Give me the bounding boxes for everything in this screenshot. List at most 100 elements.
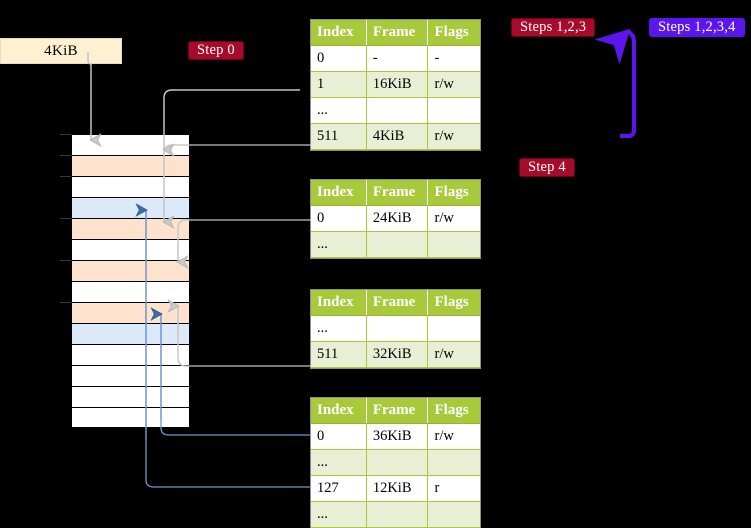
- column-header: Frame: [366, 290, 429, 316]
- memory-tick: [60, 176, 71, 177]
- memory-tick: [60, 155, 71, 156]
- badge-steps-1234: Steps 1,2,3,4: [649, 18, 745, 37]
- memory-frame-row: [71, 344, 190, 365]
- table-cell: [366, 97, 429, 124]
- table-cell: 511: [311, 341, 367, 368]
- table-cell: 0: [311, 205, 367, 232]
- table-row: ...: [311, 231, 480, 258]
- connector-table3-to-memory: [177, 330, 311, 367]
- table-row: ...: [311, 315, 480, 342]
- column-header: Flags: [427, 398, 480, 424]
- table-cell: 36KiB: [366, 423, 429, 450]
- connector-table2-to-memory: [177, 219, 311, 243]
- column-header: Frame: [366, 398, 429, 424]
- memory-tick: [60, 302, 71, 303]
- memory-frame-row: [71, 365, 190, 386]
- table-cell: [427, 231, 480, 258]
- table-cell: -: [427, 45, 480, 72]
- table-cell: [366, 315, 429, 342]
- column-header: Frame: [366, 20, 429, 46]
- table-row: 0--: [311, 45, 480, 72]
- arrow-steps-loop-back: [594, 28, 636, 138]
- table-cell: 127: [311, 475, 367, 502]
- column-header: Index: [311, 180, 367, 206]
- memory-frame-row: [71, 281, 190, 302]
- table-cell: 4KiB: [366, 123, 429, 150]
- column-header: Flags: [427, 290, 480, 316]
- memory-frame-row: [71, 323, 190, 344]
- table-cell: ...: [311, 449, 367, 476]
- table-cell: ...: [311, 315, 367, 342]
- table-row: ...: [311, 449, 480, 476]
- table-cell: r/w: [427, 423, 480, 450]
- badge-step-0: Step 0: [188, 41, 244, 60]
- table-cell: [427, 449, 480, 476]
- table-cell: r/w: [427, 205, 480, 232]
- table-cell: r/w: [427, 123, 480, 150]
- column-header: Flags: [427, 180, 480, 206]
- column-header: Flags: [427, 20, 480, 46]
- table-cell: 32KiB: [366, 341, 429, 368]
- memory-frame-row: [71, 176, 190, 197]
- table-row: ...: [311, 501, 480, 528]
- connector-step0-to-memory: [163, 89, 300, 140]
- table-cell: r/w: [427, 341, 480, 368]
- column-header: Index: [311, 290, 367, 316]
- virtual-address-label: 4KiB: [44, 42, 78, 59]
- table-cell: [366, 449, 429, 476]
- table-cell: [427, 97, 480, 124]
- table-cell: [366, 501, 429, 528]
- table-cell: ...: [311, 97, 367, 124]
- table-cell: 1: [311, 71, 367, 98]
- memory-frame-row: [71, 407, 190, 428]
- virtual-address-box: 4KiB: [0, 38, 122, 64]
- memory-frame-row: [71, 302, 190, 323]
- table-cell: r/w: [427, 71, 480, 98]
- memory-tick: [60, 260, 71, 261]
- connector-vaddr-to-memory: [87, 52, 91, 140]
- connector-table4-row127-to-memory: [145, 440, 311, 488]
- memory-frame-row: [71, 239, 190, 260]
- memory-frame-row: [71, 218, 190, 239]
- table-cell: 24KiB: [366, 205, 429, 232]
- table-cell: [427, 315, 480, 342]
- column-header: Frame: [366, 180, 429, 206]
- table-cell: ...: [311, 231, 367, 258]
- badge-steps-123: Steps 1,2,3: [511, 18, 596, 37]
- memory-frame-row: [71, 197, 190, 218]
- memory-frame-row: [71, 155, 190, 176]
- memory-frame-row: [71, 260, 190, 281]
- table-cell: 16KiB: [366, 71, 429, 98]
- memory-frame-row: [71, 386, 190, 407]
- table-cell: 12KiB: [366, 475, 429, 502]
- table-cell: ...: [311, 501, 367, 528]
- table-cell: [427, 501, 480, 528]
- table-cell: [366, 231, 429, 258]
- table-cell: 511: [311, 123, 367, 150]
- column-header: Index: [311, 398, 367, 424]
- table-cell: -: [366, 45, 429, 72]
- memory-tick: [60, 134, 71, 135]
- column-header: Index: [311, 20, 367, 46]
- table-cell: 0: [311, 45, 367, 72]
- memory-tick: [60, 218, 71, 219]
- table-cell: 0: [311, 423, 367, 450]
- table-row: ...: [311, 97, 480, 124]
- physical-memory-column: [71, 134, 190, 428]
- table-cell: r: [427, 475, 480, 502]
- memory-frame-row: [71, 134, 190, 155]
